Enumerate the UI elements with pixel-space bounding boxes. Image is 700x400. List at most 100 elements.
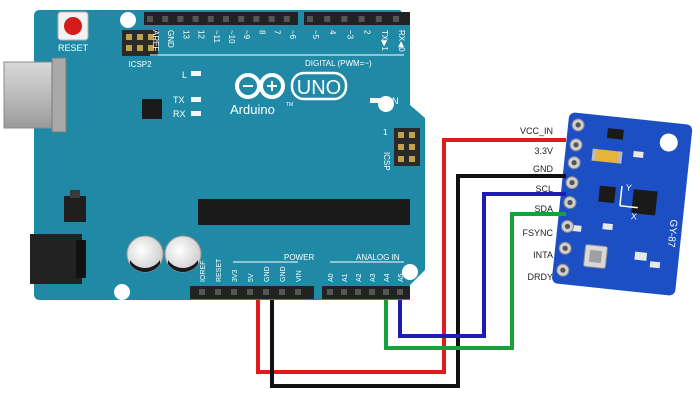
module-pin-label: VCC_IN <box>520 126 553 136</box>
hmc5883l-chip <box>598 185 616 204</box>
header-pin <box>148 34 154 40</box>
pin-socket <box>341 16 348 22</box>
power-pin-label: GND <box>264 266 271 282</box>
trademark: TM <box>286 102 293 108</box>
header-pin <box>126 34 132 40</box>
module-pin-hole <box>562 245 568 251</box>
module-mounting-hole <box>659 133 678 152</box>
smd-component <box>633 150 644 158</box>
icsp-label: ICSP <box>382 152 391 171</box>
analog-pin-label: A0 <box>328 273 335 282</box>
module-pin-hole <box>567 199 573 206</box>
mounting-hole <box>120 12 136 28</box>
capacitor <box>164 235 202 273</box>
icsp-header <box>394 128 420 166</box>
analog-pin-label: A5 <box>398 273 405 282</box>
analog-pin-label: A1 <box>342 273 349 282</box>
module-pin-hole <box>560 267 566 273</box>
pin-socket <box>369 289 375 295</box>
digital-pin-label: ~9 <box>242 30 251 40</box>
reset-button[interactable] <box>57 11 89 41</box>
mounting-hole <box>114 284 130 300</box>
header-pin <box>137 34 143 40</box>
infinity-right <box>259 73 285 99</box>
uno-badge <box>290 71 348 101</box>
pin-socket <box>253 16 260 22</box>
header-pin <box>148 45 154 51</box>
icsp2-header <box>122 30 158 56</box>
digital-pin-label: GND <box>166 30 175 48</box>
icsp-pin1-label: 1 <box>383 128 388 137</box>
pin-socket <box>307 16 313 22</box>
power-pin-label: RESET <box>216 258 223 282</box>
pin-socket <box>177 16 184 22</box>
digital-pin-label: ~3 <box>345 30 354 40</box>
wire-vcc <box>256 138 566 374</box>
axis-y-label: Y <box>625 182 632 193</box>
module-pin-label: SDA <box>534 204 553 214</box>
power-pin-label: 5V <box>248 273 255 282</box>
digital-pin-label: ~11 <box>212 30 221 44</box>
header-pin <box>409 144 415 150</box>
header-pin <box>409 132 415 138</box>
module-pin-label: FSYNC <box>522 228 553 238</box>
module-pin-hole <box>573 142 579 148</box>
usb-connector <box>3 57 67 133</box>
svg-text:TX: TX <box>173 95 185 105</box>
module-name: GY-87 <box>665 219 679 248</box>
smd-component <box>602 223 613 231</box>
voltage-regulator <box>64 190 86 222</box>
power-jack <box>30 234 86 284</box>
analog-header <box>322 286 410 299</box>
svg-text:ON: ON <box>385 96 399 106</box>
led-rx: RX <box>173 109 201 119</box>
header-pin <box>409 156 415 162</box>
power-pin-label: GND <box>280 266 287 282</box>
power-header <box>190 286 314 299</box>
digital-pin-label: ~5 <box>311 30 320 40</box>
pin-socket <box>393 16 399 22</box>
module-pin-label: GND <box>533 164 554 174</box>
digital-header <box>144 12 410 25</box>
pin-socket <box>358 16 365 22</box>
led-on: ON <box>370 96 399 106</box>
module-pin-hole <box>575 122 581 128</box>
header-pin <box>126 45 132 51</box>
pin-socket <box>162 16 169 22</box>
pin-socket <box>238 16 245 22</box>
tantalum-capacitor <box>594 148 620 164</box>
pin-socket <box>279 289 285 295</box>
mpu6050-chip <box>631 189 658 216</box>
icsp2-label: ICSP2 <box>128 60 152 69</box>
wires <box>256 138 566 388</box>
mounting-hole <box>402 264 418 280</box>
smd-component <box>634 251 648 261</box>
regulator-chip <box>606 128 624 140</box>
pin-socket <box>268 16 275 22</box>
logo-text: Arduino <box>230 102 275 117</box>
header-pin <box>137 45 143 51</box>
analog-pin-label: A3 <box>370 273 377 282</box>
header-pin <box>398 144 404 150</box>
axis-x-label: X <box>630 211 637 222</box>
atmega328-chip <box>198 199 410 225</box>
svg-text:RX: RX <box>173 109 186 119</box>
digital-pin-label: ~6 <box>288 30 297 40</box>
digital-pin-label: 12 <box>197 30 206 39</box>
header-pin <box>398 132 404 138</box>
pin-socket <box>397 289 403 295</box>
pin-socket <box>375 16 382 22</box>
digital-pin-label: AREF <box>151 30 160 51</box>
pin-socket <box>263 289 269 295</box>
pin-socket <box>355 289 361 295</box>
power-label: POWER <box>284 253 314 262</box>
pin-socket <box>199 289 205 295</box>
module-pin-label: INTA <box>533 250 553 260</box>
wire-gnd <box>270 174 566 388</box>
board-outline <box>34 10 425 300</box>
analog-pin-label: A4 <box>384 273 391 282</box>
digital-pin-label: 13 <box>181 30 190 39</box>
